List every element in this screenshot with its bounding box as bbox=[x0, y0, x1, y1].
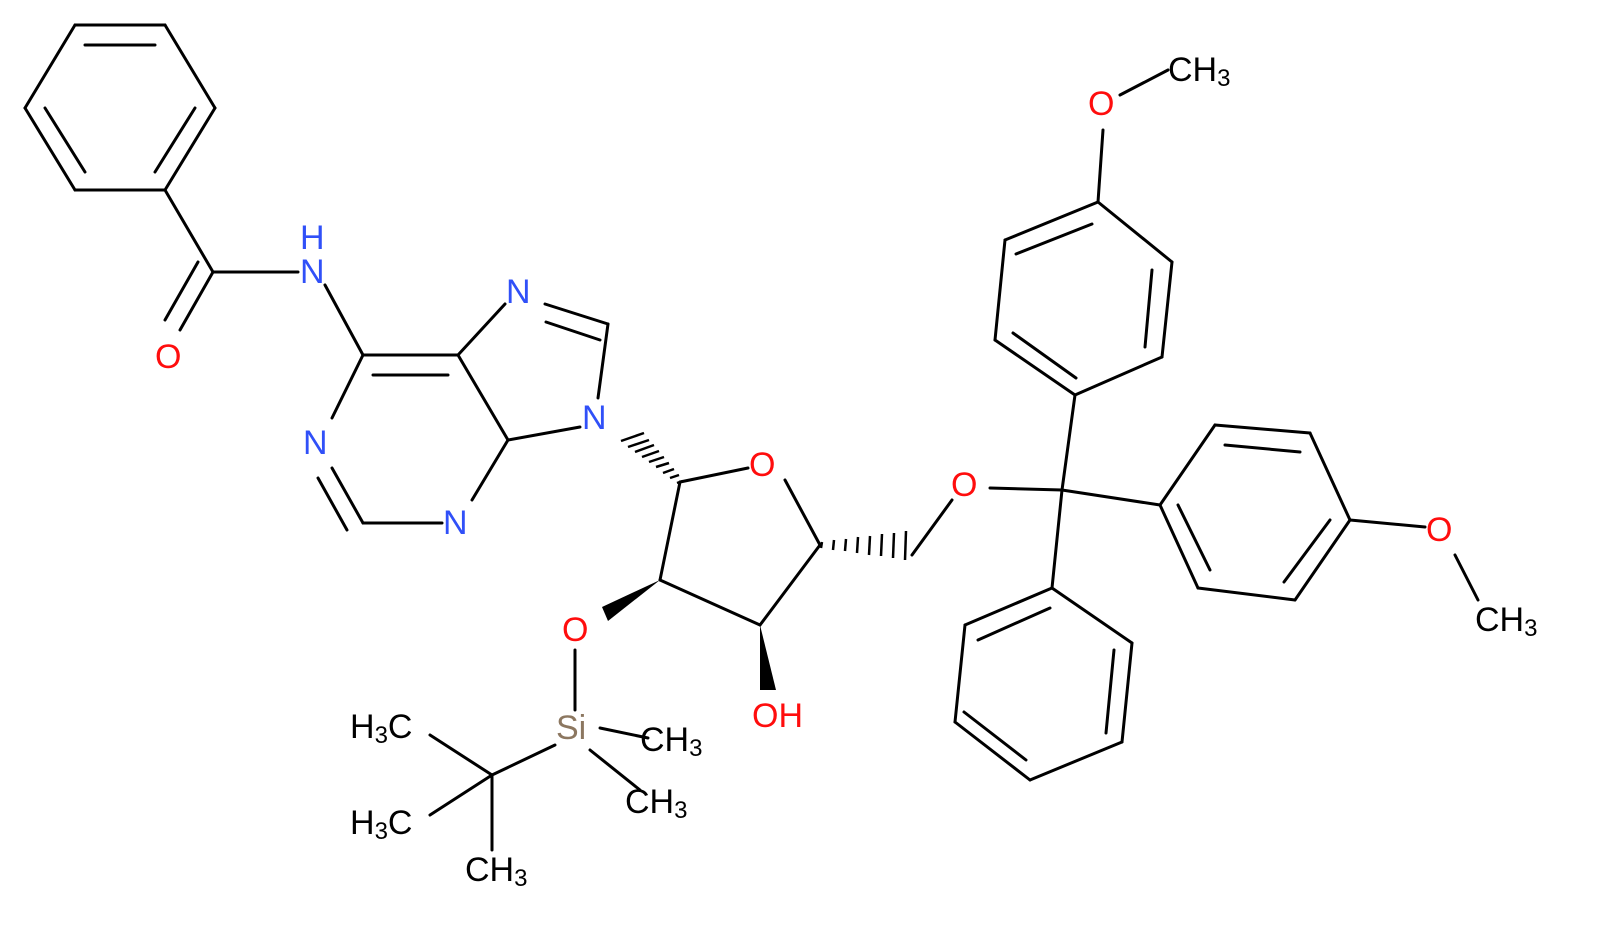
methoxy-oxygen-right-label: O bbox=[1426, 511, 1452, 549]
tbu-methyl-bottom-label: CH3 bbox=[465, 851, 527, 892]
hydroxyl-label: OH bbox=[752, 697, 803, 735]
hashed-wedge-c4-c5 bbox=[819, 530, 908, 561]
methyl-right-label: CH3 bbox=[1475, 601, 1537, 642]
ribose-ring-oxygen-label: O bbox=[749, 446, 775, 484]
purine-n3-label: N bbox=[443, 504, 468, 542]
si-methyl-2-label: CH3 bbox=[625, 783, 687, 824]
atom-label-layer: N H O N N N N O O Si OH O O O CH3 CH3 CH… bbox=[155, 51, 1537, 892]
solid-wedge-c3-oh bbox=[760, 625, 776, 690]
hashed-wedge-c1-n9 bbox=[620, 431, 684, 485]
tbu-methyl-lower-label: H3C bbox=[350, 804, 412, 845]
silicon-label: Si bbox=[556, 709, 586, 747]
silyl-ether-oxygen-label: O bbox=[562, 611, 588, 649]
stereo-bond-layer bbox=[602, 431, 908, 690]
trityl-ether-oxygen-label: O bbox=[951, 466, 977, 504]
purine-n1-label: N bbox=[303, 424, 328, 462]
tbu-methyl-upper-label: H3C bbox=[350, 708, 412, 749]
purine-n9-label: N bbox=[582, 399, 607, 437]
amide-hydrogen-label: H bbox=[300, 219, 325, 257]
purine-n7-label: N bbox=[506, 273, 531, 311]
methyl-top-label: CH3 bbox=[1168, 51, 1230, 92]
bond-layer bbox=[23, 23, 1480, 852]
methoxy-oxygen-top-label: O bbox=[1088, 85, 1114, 123]
si-methyl-1-label: CH3 bbox=[640, 721, 702, 762]
carbonyl-oxygen-label: O bbox=[155, 338, 181, 376]
solid-wedge-c2-o bbox=[602, 580, 660, 621]
amide-nitrogen-label: N bbox=[300, 253, 325, 291]
